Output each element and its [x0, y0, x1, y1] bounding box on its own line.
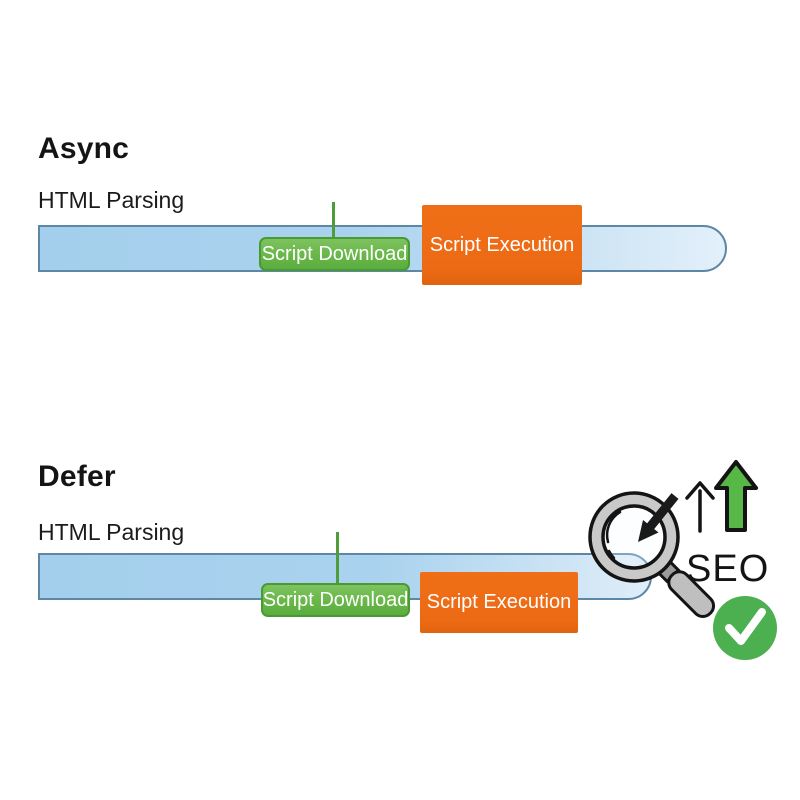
arrow-into-lens-icon: [638, 493, 679, 542]
magnifier-handle: [652, 555, 716, 619]
async-script-download-box: Script Download: [259, 237, 410, 271]
defer-script-download-box: Script Download: [261, 583, 410, 617]
async-section-title: Async: [38, 132, 130, 165]
defer-script-callout-line: [336, 532, 339, 585]
seo-label: SEO: [686, 548, 769, 590]
arrow-up-green-icon: [714, 460, 758, 532]
async-script-callout-line: [332, 202, 335, 239]
arrow-up-outline-icon: [685, 481, 715, 533]
checkmark-circle-icon: [713, 596, 777, 660]
defer-section-title: Defer: [38, 460, 116, 493]
defer-html-parsing-label: HTML Parsing: [38, 519, 185, 545]
async-html-parsing-label: HTML Parsing: [38, 187, 185, 213]
async-script-execution-box: Script Execution: [422, 205, 582, 285]
defer-script-execution-box: Script Execution: [420, 572, 578, 633]
